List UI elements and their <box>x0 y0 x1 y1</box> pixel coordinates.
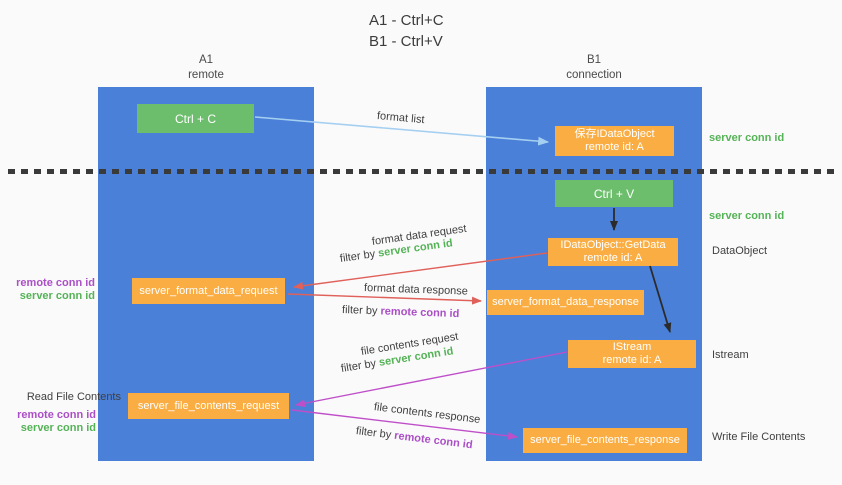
node-istream-line1: IStream <box>612 341 652 353</box>
annotation-remote-conn-id-2: remote conn id <box>17 409 96 421</box>
annotation-server-conn-id-top: server conn id <box>709 132 785 144</box>
node-ctrl-v-label: Ctrl + V <box>593 186 635 201</box>
column-header-a1: A1 remote <box>98 53 314 83</box>
annotation-server-conn-id-mid: server conn id <box>709 210 785 222</box>
edge-label-format-list: format list <box>376 110 426 127</box>
column-a1-role: remote <box>188 69 224 81</box>
section-divider <box>8 169 836 174</box>
column-b1-role: connection <box>566 69 622 81</box>
annotation-write-file-contents: Write File Contents <box>712 431 806 443</box>
node-istream: IStream remote id: A <box>568 340 696 368</box>
node-ctrl-c-label: Ctrl + C <box>174 111 216 126</box>
node-getdata-line2: remote id: A <box>583 252 643 264</box>
node-server-file-contents-request: server_file_contents_request <box>128 393 289 419</box>
node-ctrl-v: Ctrl + V <box>555 180 673 207</box>
diagram-title: A1 - Ctrl+C B1 - Ctrl+V <box>369 10 444 52</box>
annotation-istream: Istream <box>712 349 749 361</box>
node-server-file-contents-response-label: server_file_contents_response <box>530 434 680 446</box>
filter-by-text: filter by <box>355 425 392 442</box>
annotation-conn-ids-format: remote conn id server conn id <box>0 277 95 303</box>
filter-by-text: filter by <box>339 248 376 265</box>
remote-conn-id-text: remote conn id <box>380 305 460 321</box>
node-server-file-contents-response: server_file_contents_response <box>523 428 687 453</box>
node-getdata-line1: IDataObject::GetData <box>560 239 666 251</box>
node-save-dataobject: 保存IDataObject remote id: A <box>555 126 674 156</box>
column-a1-id: A1 <box>198 54 214 66</box>
annotation-remote-conn-id-1: remote conn id <box>16 277 95 289</box>
title-line-b1: B1 - Ctrl+V <box>369 33 443 50</box>
annotation-read-file-contents: Read File Contents <box>26 391 121 403</box>
node-getdata: IDataObject::GetData remote id: A <box>548 238 678 266</box>
node-save-dataobject-line2: remote id: A <box>585 141 644 153</box>
edge-label-filter-remote-conn-id-1: filter by remote conn id <box>342 304 460 320</box>
node-server-format-data-request: server_format_data_request <box>132 278 285 304</box>
node-istream-line2: remote id: A <box>602 354 662 366</box>
title-line-a1: A1 - Ctrl+C <box>369 12 444 29</box>
edge-label-filter-remote-conn-id-2: filter by remote conn id <box>355 425 473 451</box>
node-server-file-contents-request-label: server_file_contents_request <box>137 399 280 412</box>
node-server-format-data-request-label: server_format_data_request <box>139 284 278 297</box>
node-server-format-data-response: server_format_data_response <box>487 290 644 315</box>
edge-label-format-data-response: format data response <box>363 282 469 298</box>
filter-by-text: filter by <box>340 357 377 375</box>
edge-label-file-contents-response: file contents response <box>373 401 481 426</box>
node-server-format-data-response-label: server_format_data_response <box>492 296 639 308</box>
node-ctrl-c: Ctrl + C <box>137 104 254 133</box>
node-save-dataobject-line1: 保存IDataObject <box>574 128 655 140</box>
annotation-conn-ids-file: remote conn id server conn id <box>0 409 96 435</box>
annotation-server-conn-id-1: server conn id <box>19 290 95 302</box>
column-header-b1: B1 connection <box>486 53 702 83</box>
annotation-dataobject: DataObject <box>712 245 768 257</box>
column-b1-id: B1 <box>586 54 602 66</box>
filter-by-text: filter by <box>341 304 378 318</box>
remote-conn-id-text: remote conn id <box>393 429 474 452</box>
annotation-server-conn-id-2: server conn id <box>20 422 96 434</box>
